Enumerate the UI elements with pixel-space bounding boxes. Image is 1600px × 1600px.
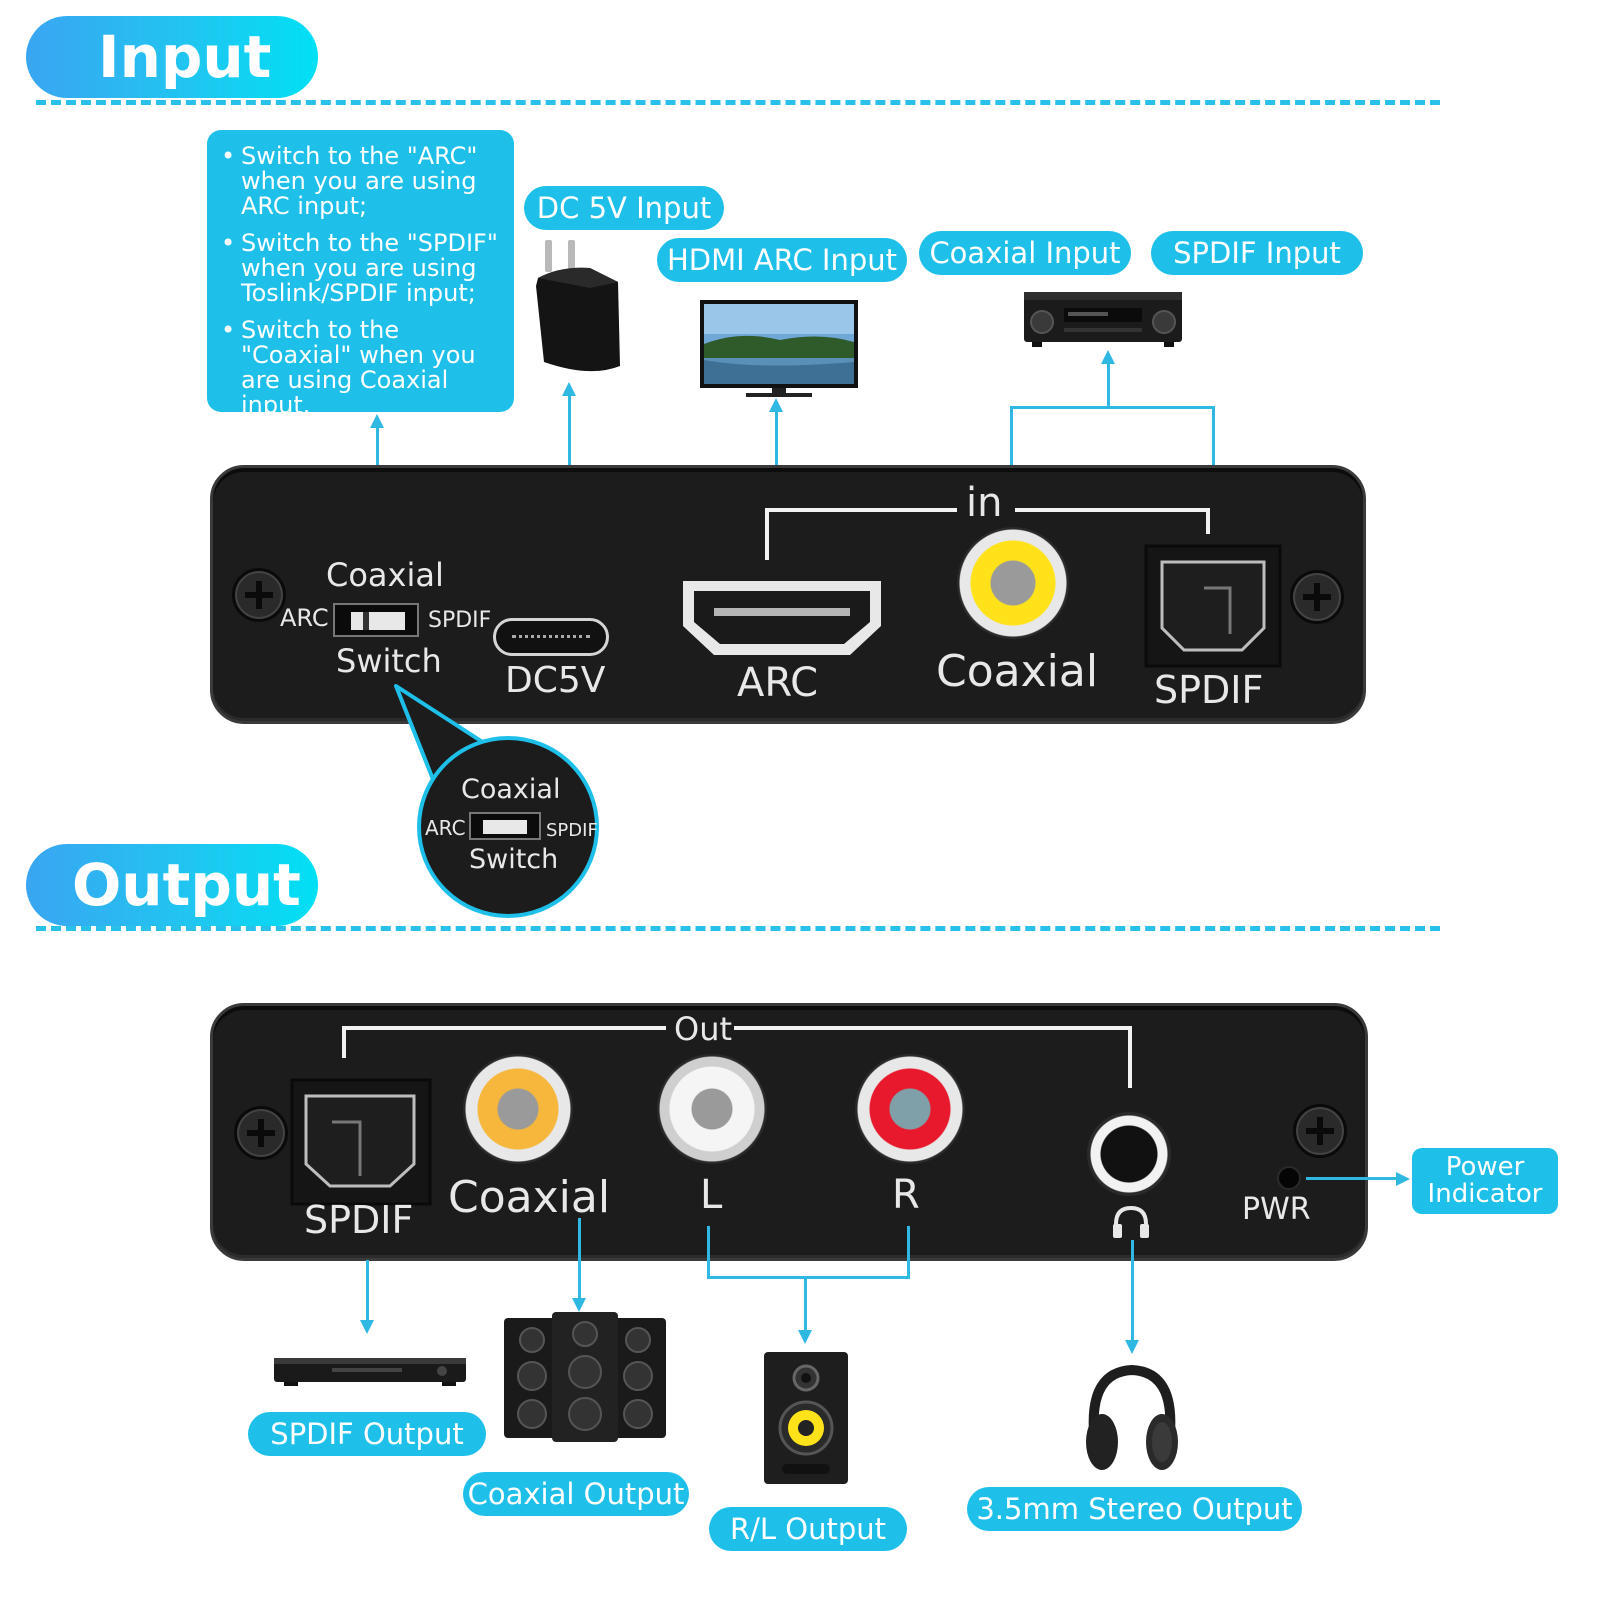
power-adapter-icon: [536, 240, 620, 372]
zoom-left-label: ARC: [425, 816, 466, 840]
dc-input-label: DC 5V Input: [524, 186, 724, 230]
receiver-connector-arrow: [1101, 350, 1115, 364]
zoom-top-label: Coaxial: [461, 774, 561, 805]
stereo-output-connector-arrow: [1125, 1340, 1139, 1354]
switch-knob-grip: [363, 612, 369, 630]
info-item-coaxial: Switch to the "Coaxial" when you are usi…: [221, 318, 504, 418]
zoom-switch: [469, 812, 541, 840]
in-bracket-right: [1015, 508, 1210, 512]
zoom-callout: Coaxial ARC SPDIF Switch: [417, 736, 599, 918]
spdif-input-label: SPDIF Input: [1151, 231, 1363, 275]
right-port-label: R: [892, 1172, 920, 1218]
zoom-right-label: SPDIF: [546, 820, 598, 841]
speakers-icon: [504, 1312, 666, 1442]
switch-bottom-label: Switch: [336, 642, 442, 680]
input-divider: [36, 100, 1440, 105]
in-bracket-left-drop: [765, 508, 769, 560]
dc5v-port-pins: [512, 635, 590, 642]
output-divider: [36, 926, 1440, 931]
source-selector-switch[interactable]: [333, 603, 419, 637]
in-bracket-right-drop: [1206, 508, 1210, 534]
left-bracket-line: [707, 1226, 710, 1278]
arc-connector-arrow: [769, 398, 783, 412]
dc-connector-arrow: [562, 382, 576, 396]
bookshelf-speaker-icon: [764, 1352, 848, 1484]
dc5v-port-label: DC5V: [505, 660, 606, 701]
power-indicator-label: Power Indicator: [1412, 1148, 1558, 1214]
out-bracket-right: [734, 1026, 1132, 1030]
switch-right-label: SPDIF: [428, 608, 492, 633]
left-audio-jack: [657, 1054, 767, 1164]
spdif-bracket-line: [1212, 406, 1215, 512]
av-receiver-icon: [1024, 292, 1182, 347]
hdmi-arc-input-label: HDMI ARC Input: [657, 238, 907, 282]
spdif-output-connector-arrow: [360, 1320, 374, 1334]
arc-port-label: ARC: [737, 660, 819, 706]
receiver-bracket-line: [1010, 406, 1215, 409]
coaxial-bracket-line: [1010, 406, 1013, 512]
spdif-port-label: SPDIF: [1154, 668, 1264, 712]
info-item-arc: Switch to the "ARC" when you are using A…: [221, 144, 504, 219]
coaxial-input-jack: [957, 527, 1069, 639]
power-connector-arrow: [1396, 1172, 1410, 1186]
spdif-output-connector-line: [366, 1260, 369, 1322]
headphone-jack: [1087, 1112, 1171, 1196]
power-connector-line: [1306, 1177, 1398, 1180]
headphone-jack-icon: [1113, 1205, 1149, 1238]
rl-output-connector-arrow: [798, 1330, 812, 1344]
coaxial-output-connector-arrow: [572, 1298, 586, 1312]
coaxial-output-jack: [463, 1054, 573, 1164]
switch-left-label: ARC: [280, 604, 329, 632]
switch-knob[interactable]: [351, 612, 405, 630]
receiver-connector-line: [1107, 362, 1110, 408]
out-bracket-right-drop: [1128, 1026, 1132, 1088]
in-label: in: [966, 480, 1003, 526]
spdif-output-port: [290, 1078, 432, 1206]
right-audio-jack: [855, 1054, 965, 1164]
input-section-title: Input: [26, 16, 318, 98]
input-screw-right: [1290, 570, 1344, 624]
right-bracket-line: [907, 1226, 910, 1278]
left-port-label: L: [700, 1172, 723, 1218]
power-led: [1277, 1166, 1301, 1190]
input-screw-left: [232, 568, 286, 622]
dc5v-port: [493, 618, 609, 656]
rl-bracket-line: [707, 1276, 910, 1279]
zoom-bottom-label: Switch: [469, 844, 559, 875]
info-item-spdif: Switch to the "SPDIF" when you are using…: [221, 231, 504, 306]
headphones-icon: [1086, 1364, 1178, 1470]
switch-top-label: Coaxial: [326, 556, 444, 594]
stereo-output-label: 3.5mm Stereo Output: [967, 1487, 1302, 1531]
dvd-player-icon: [274, 1358, 466, 1386]
in-bracket-left: [765, 508, 957, 512]
coaxial-output-connector-line: [578, 1218, 581, 1300]
coaxial-input-label: Coaxial Input: [919, 231, 1131, 275]
out-bracket-left-drop: [342, 1026, 346, 1058]
output-screw-left: [234, 1106, 288, 1160]
spdif-output-label: SPDIF Output: [248, 1412, 486, 1456]
output-screw-right: [1293, 1104, 1347, 1158]
rl-output-label: R/L Output: [709, 1507, 907, 1551]
rl-output-connector-line: [804, 1276, 807, 1332]
coaxial-output-label: Coaxial Output: [463, 1472, 689, 1516]
switch-info-box: Switch to the "ARC" when you are using A…: [207, 130, 514, 418]
out-label: Out: [674, 1010, 733, 1048]
stereo-output-connector-line: [1131, 1240, 1134, 1342]
coaxial-output-port-label: Coaxial: [448, 1172, 611, 1223]
output-section-title: Output: [26, 844, 318, 926]
switch-connector-arrow: [370, 414, 384, 428]
hdmi-arc-port: [683, 581, 881, 655]
out-bracket-left: [342, 1026, 666, 1030]
tv-icon: [700, 300, 858, 397]
spdif-output-port-label: SPDIF: [304, 1198, 414, 1242]
zoom-switch-knob: [483, 820, 527, 834]
coaxial-port-label: Coaxial: [936, 646, 1099, 697]
spdif-input-port: [1144, 544, 1282, 668]
pwr-label: PWR: [1242, 1192, 1311, 1227]
